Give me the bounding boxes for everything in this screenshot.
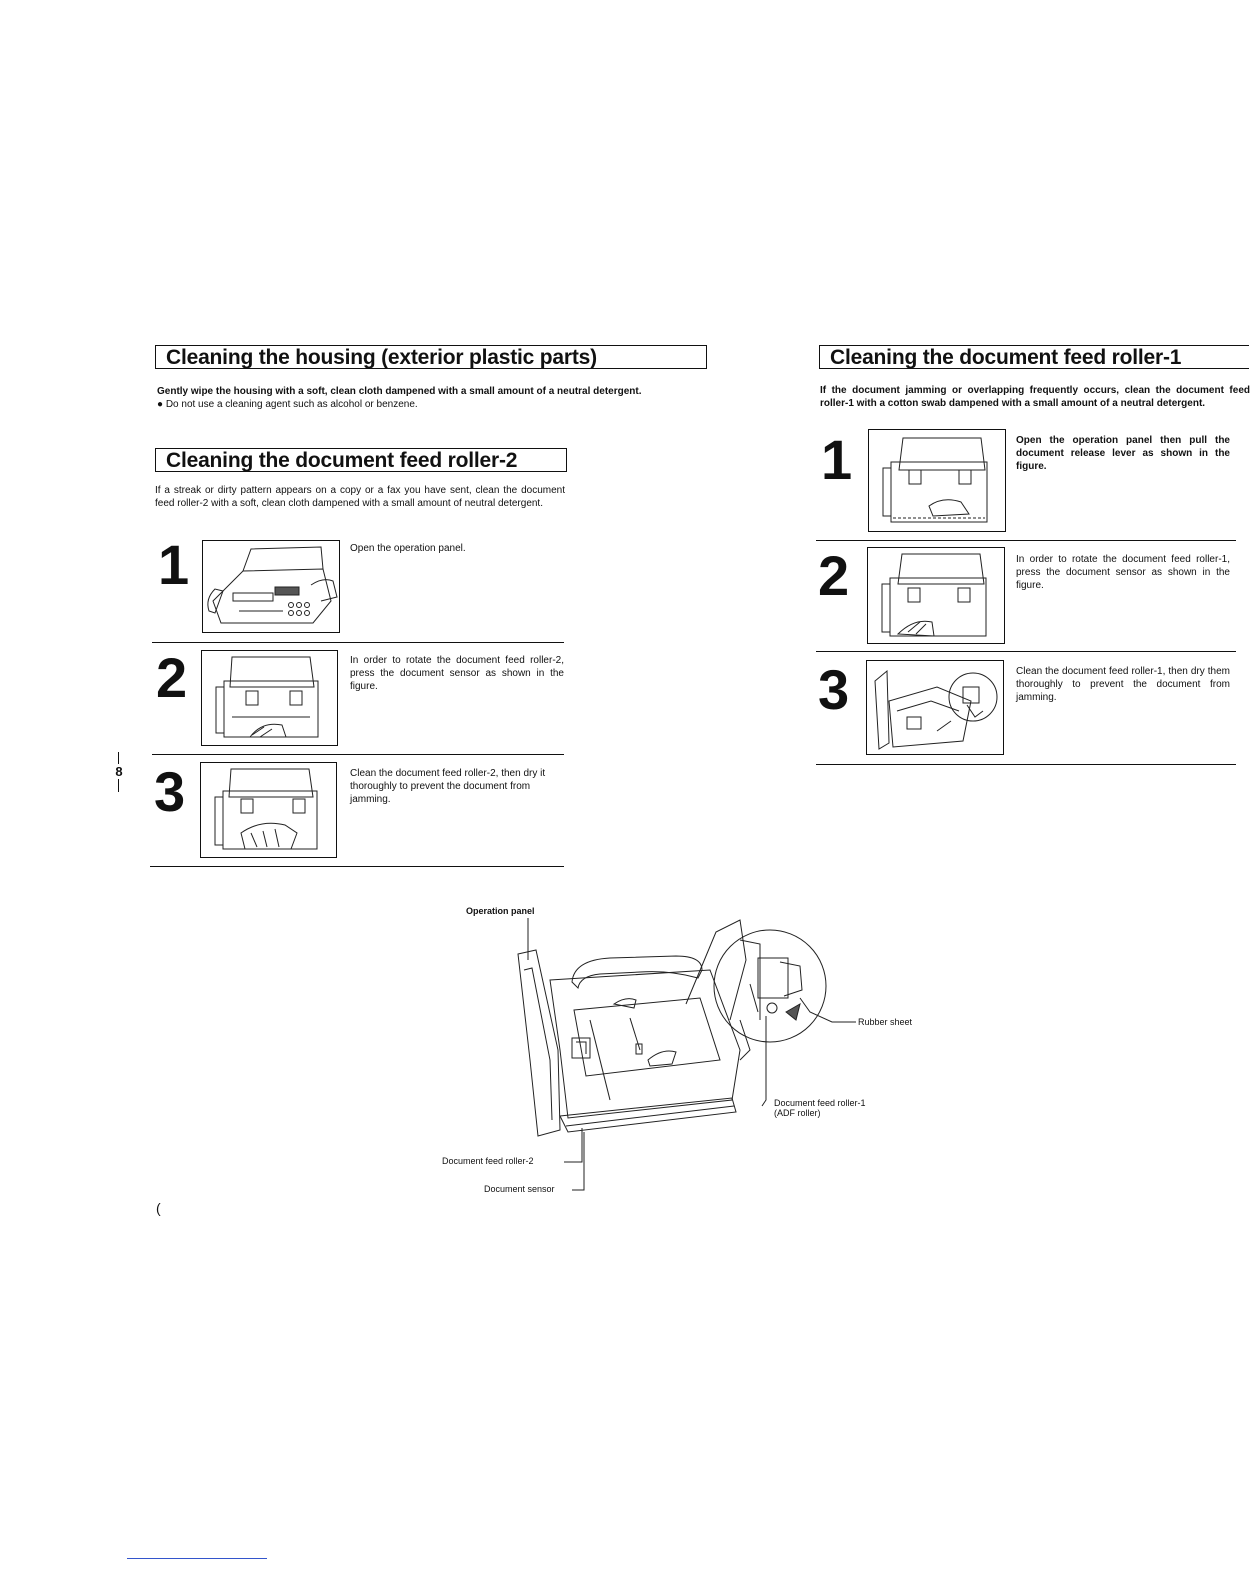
roller2-step-3-number: 3 — [154, 760, 186, 823]
housing-note: ● Do not use a cleaning agent such as al… — [157, 399, 418, 410]
roller2-step-2-divider — [152, 754, 564, 755]
page-number-marker: 8 — [112, 752, 126, 792]
label-document-sensor: Document sensor — [484, 1184, 555, 1194]
roller1-step-3-number: 3 — [818, 658, 850, 721]
roller2-intro: If a streak or dirty pattern appears on … — [155, 485, 565, 509]
roller1-step-2-illustration — [867, 547, 1005, 644]
roller1-step-1-divider — [816, 540, 1236, 541]
roller1-step-3-divider — [816, 764, 1236, 765]
roller1-step-1-number: 1 — [821, 428, 853, 491]
stray-parenthesis: ( — [156, 1200, 161, 1216]
label-operation-panel: Operation panel — [466, 906, 535, 916]
roller1-step-2-number: 2 — [818, 544, 850, 607]
housing-body: Gently wipe the housing with a soft, cle… — [157, 386, 642, 397]
roller1-section-title: Cleaning the document feed roller-1 — [819, 345, 1249, 369]
roller2-step-3-text: Clean the document feed roller-2, then d… — [350, 768, 546, 805]
roller2-step-2-illustration — [201, 650, 338, 746]
label-rubber-sheet: Rubber sheet — [858, 1017, 913, 1027]
roller1-step-2-divider — [816, 651, 1236, 652]
roller2-step-1-divider — [152, 642, 564, 643]
roller1-step-3-illustration — [866, 660, 1004, 755]
roller1-step-1-text: Open the operation panel then pull the d… — [1016, 435, 1230, 472]
label-roller1-line1: Document feed roller-1 — [774, 1098, 866, 1108]
roller1-intro: If the document jamming or overlapping f… — [820, 385, 1250, 409]
roller2-step-1-number: 1 — [158, 533, 190, 596]
roller2-step-2-number: 2 — [156, 646, 188, 709]
roller1-step-1-illustration — [868, 429, 1006, 532]
roller2-step-1-text: Open the operation panel. — [350, 543, 466, 554]
roller2-step-1-illustration — [202, 540, 340, 633]
label-roller2: Document feed roller-2 — [442, 1156, 534, 1166]
roller2-step-2-text: In order to rotate the document feed rol… — [350, 655, 564, 692]
right-column: Cleaning the document feed roller-1 If t… — [816, 340, 1250, 780]
label-roller1-line2: (ADF roller) — [774, 1108, 821, 1118]
bottom-blue-line — [127, 1558, 267, 1559]
housing-section-title: Cleaning the housing (exterior plastic p… — [155, 345, 707, 369]
roller2-step-3-divider — [150, 866, 564, 867]
roller1-step-3-text: Clean the document feed roller-1, then d… — [1016, 666, 1230, 703]
roller2-step-3-illustration — [200, 762, 337, 858]
fax-machine-diagram — [517, 918, 856, 1191]
roller1-step-2-text: In order to rotate the document feed rol… — [1016, 554, 1230, 591]
roller2-section-title: Cleaning the document feed roller-2 — [155, 448, 567, 472]
